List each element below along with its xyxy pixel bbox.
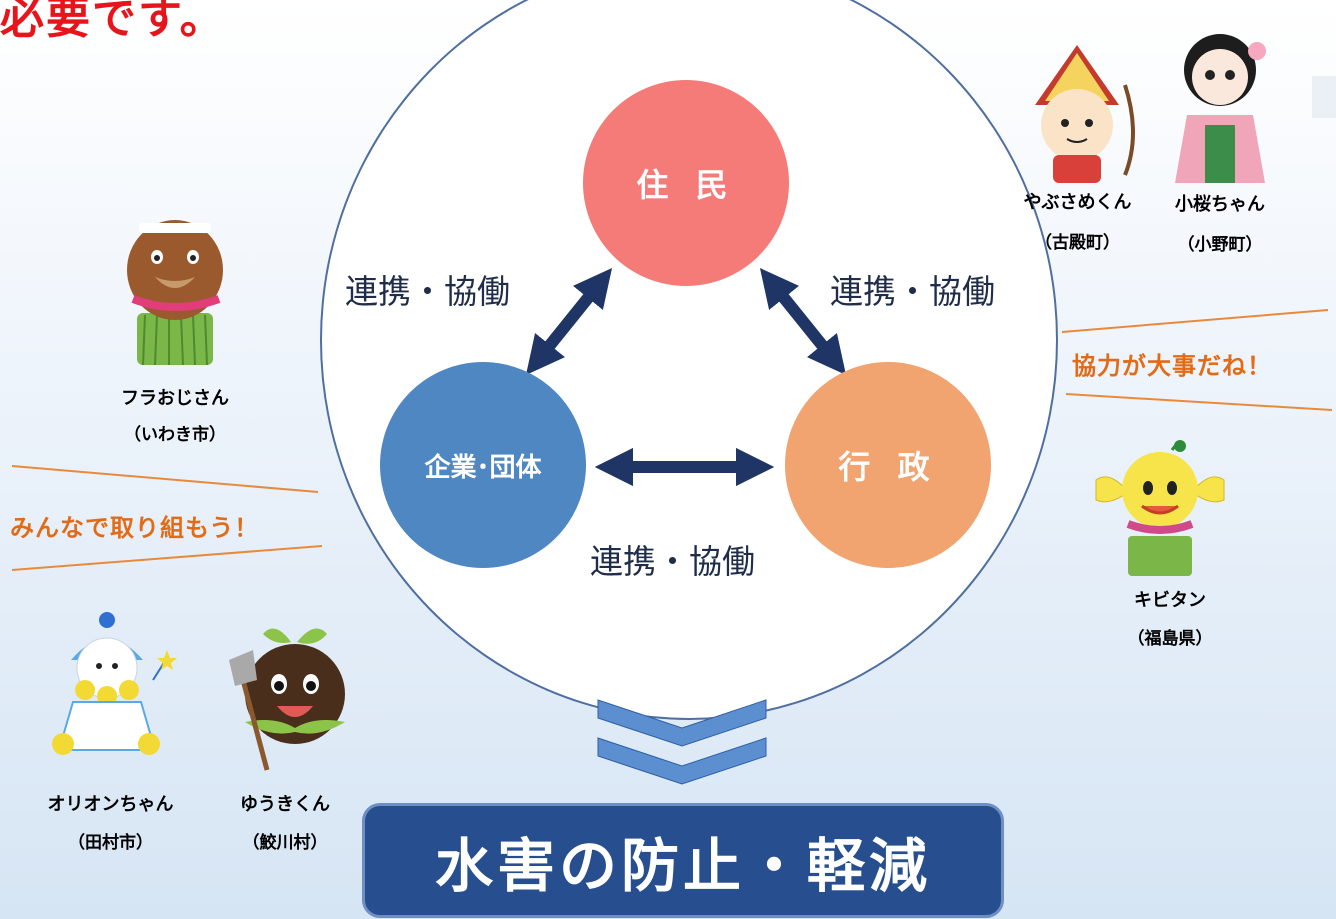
mascot-place-yuki: （鮫川村）	[242, 833, 328, 853]
mascot-place-kozakura: （小野町）	[1177, 235, 1263, 255]
hula-mascot-icon	[127, 220, 223, 366]
orion-mascot-icon	[52, 612, 177, 755]
node-company: 企業･団体	[380, 362, 586, 568]
mascot-place-orion: （田村市）	[68, 833, 153, 853]
link-label-right: 連携・協働	[830, 272, 995, 311]
node-government: 行 政	[785, 362, 991, 568]
yabusame-mascot-icon	[1035, 45, 1135, 183]
link-label-bottom: 連携・協働	[590, 542, 755, 581]
speech-right: 協力が大事だね！	[1072, 352, 1272, 380]
node-resident: 住 民	[583, 80, 789, 286]
decor-tab	[1312, 76, 1336, 118]
mascot-name-kibitan: キビタン	[1134, 590, 1206, 611]
mascot-name-kozakura: 小桜ちゃん	[1175, 194, 1265, 215]
mascot-name-yabusame: やぶさめくん	[1023, 192, 1132, 213]
result-box: 水害の防止・軽減	[362, 803, 1004, 918]
speech-left: みんなで取り組もう！	[10, 514, 260, 542]
chevron-down-icon	[597, 699, 767, 747]
mascot-place-yabusame: （古殿町）	[1035, 233, 1120, 253]
chevron-down-icon	[597, 737, 767, 785]
link-label-left: 連携・協働	[345, 272, 510, 311]
kibitan-mascot-icon	[1095, 440, 1225, 576]
mascot-name-hula: フラおじさん	[121, 388, 229, 409]
page-header-text: 必要です。	[0, 0, 226, 44]
mascot-name-yuki: ゆうきくん	[240, 794, 330, 815]
mascot-place-kibitan: （福島県）	[1127, 629, 1213, 649]
mascot-name-orion: オリオンちゃん	[47, 794, 174, 815]
yuki-mascot-icon	[229, 628, 345, 771]
kozakura-mascot-icon	[1175, 34, 1266, 183]
arrow-resident-government	[759, 268, 847, 375]
arrow-resident-company	[525, 268, 613, 375]
mascot-place-hula: （いわき市）	[124, 425, 226, 445]
